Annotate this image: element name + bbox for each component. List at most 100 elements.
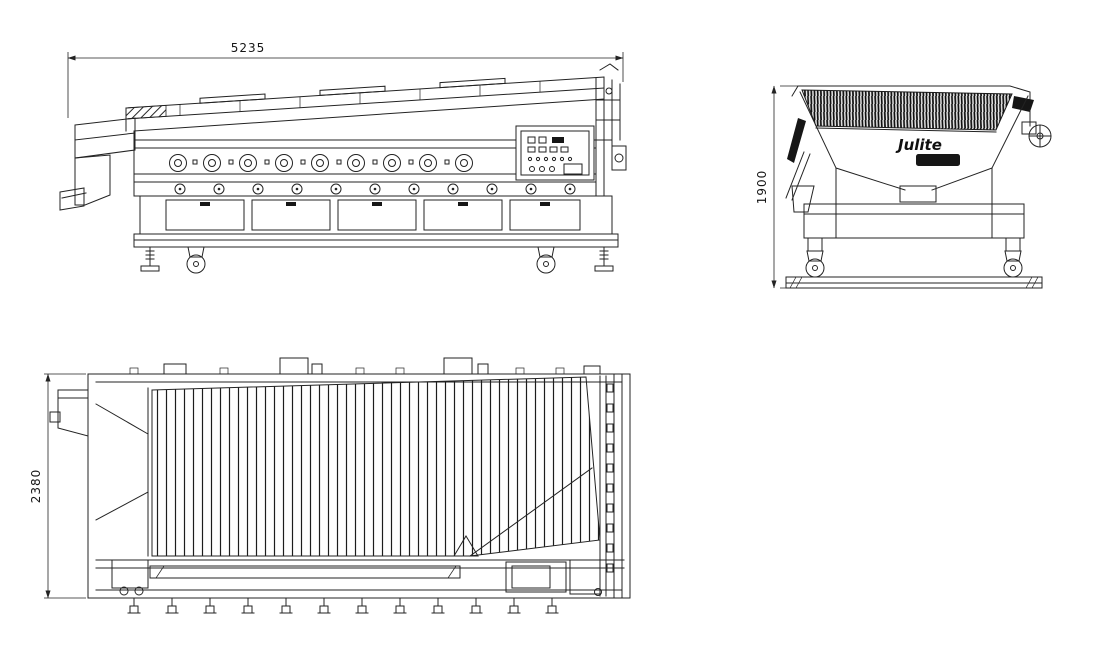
spring [606,403,614,413]
deck-cover [199,93,266,104]
indicator-light [527,136,536,144]
air-valve [330,183,342,195]
display-window [552,137,564,143]
plan-depth-dimension-label: 2380 [29,469,43,504]
side-bracket [787,118,806,163]
inspection-port [169,154,187,172]
inspection-port [311,154,329,172]
logo-model-badge [916,154,960,166]
control-button [529,166,535,172]
spring [606,443,614,453]
deck-end-hatch [125,104,167,120]
inspection-port [419,154,437,172]
deck-cover [319,85,386,96]
mounting-bolt [469,597,483,614]
door-panel [251,199,331,231]
control-button [549,166,555,172]
motor-box [505,561,567,593]
plan-depth-dimension: 2380 [29,373,86,599]
leveling-foot [140,246,160,272]
inspection-port [383,154,401,172]
air-valve [408,183,420,195]
limit-switch [614,153,624,163]
mounting-bolt [203,597,217,614]
inspection-ports-row [169,154,473,172]
corner-box [111,559,149,589]
deck-cover [439,77,506,89]
air-valve [525,183,537,195]
plan-view: 2380 [29,357,631,614]
top-screen-assembly [787,85,1034,163]
drive-end-tower [595,63,627,197]
door-handle [372,202,382,206]
caster-wheel [186,246,206,274]
top-bracket [583,365,601,375]
side-view: 5235 [59,41,627,274]
indicator-light [538,136,547,144]
door-handle [286,202,296,206]
spring-row-end [599,373,623,599]
mounting-bolts-row [127,597,559,614]
air-valve [486,183,498,195]
mounting-bolt [393,597,407,614]
door-panel [337,199,417,231]
spring [606,423,614,433]
leveling-foot [594,246,614,272]
caster-wheel [805,250,825,278]
plan-outline [87,357,631,599]
base-frame-side [133,233,619,274]
inspection-port [455,154,473,172]
mounting-bolt [317,597,331,614]
brand-logo: Julite [895,136,960,166]
air-valve [564,183,576,195]
side-width-dimension: 5235 [67,41,624,118]
screen-deck-side [125,76,605,132]
mounting-bolt [279,597,293,614]
mounting-bolt [507,597,521,614]
end-view: 1900 Julite [755,85,1052,289]
spring [606,463,614,473]
bottom-channel [149,565,461,579]
caster-wheel [1003,250,1023,278]
louvered-deck-surface [151,376,601,557]
air-valve [291,183,303,195]
door-handle [540,202,550,206]
top-bracket [163,363,187,375]
spring [606,523,614,533]
air-valves-row [174,183,576,195]
discharge-outlet [899,185,937,203]
mounting-bolt [127,597,141,614]
top-bracket [443,357,473,375]
access-doors [133,195,619,235]
air-valve [369,183,381,195]
air-valve [174,183,186,195]
front-height-dimension-label: 1900 [755,170,769,205]
side-width-dimension-label: 5235 [231,41,266,55]
mounting-bolt [165,597,179,614]
deck-louvers [151,376,601,557]
base-frame-front [785,167,1043,289]
handwheel [1021,109,1052,148]
front-height-dimension: 1900 [755,85,800,289]
control-button [539,166,545,172]
mounting-bolt [355,597,369,614]
mounting-bolt [545,597,559,614]
brand-logo-text: Julite [895,136,942,154]
control-panel [515,125,595,181]
door-handle [458,202,468,206]
spring [606,543,614,553]
body-front [785,91,1029,213]
door-panel [165,199,245,231]
side-chute [791,185,815,213]
top-bracket [279,357,309,375]
door-panel [509,199,581,231]
spring [606,503,614,513]
caster-wheel [536,246,556,274]
warning-triangle [453,535,479,557]
inspection-port [239,154,257,172]
mounting-bolt [431,597,445,614]
top-bracket [477,363,489,375]
screen-surface-hatch [801,89,1013,131]
feed-chute [59,117,136,211]
